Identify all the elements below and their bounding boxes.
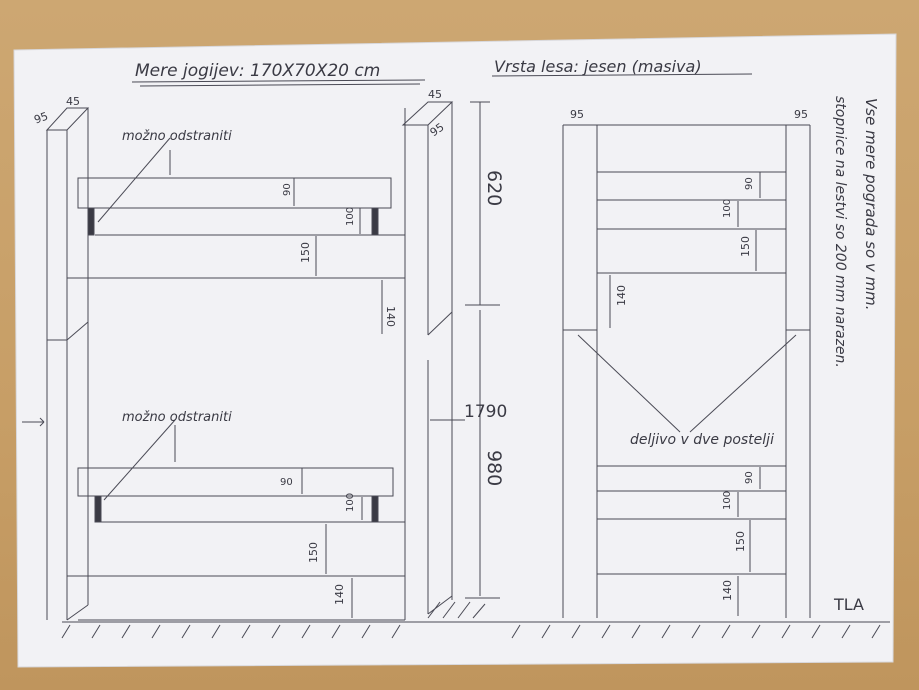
- label-removable-bottom: možno odstraniti: [122, 410, 232, 425]
- dim-ladder-post-right: 95: [794, 108, 808, 121]
- header-dimensions: Mere jogijev: 170X70X20 cm: [135, 61, 380, 81]
- note-units: Vse mere pograda so v mm.: [862, 98, 880, 311]
- dim-ladder-140-bottom: 140: [721, 580, 734, 601]
- label-removable-top: možno odstraniti: [122, 129, 232, 144]
- dim-side-post-width: 45: [428, 88, 442, 101]
- dim-ladder-150-top: 150: [739, 236, 752, 257]
- dim-front-140-bottom: 140: [333, 584, 346, 605]
- pencil-lines: [22, 73, 890, 623]
- dim-ladder-100-bottom: 100: [722, 491, 733, 510]
- dim-post-b: 45: [66, 95, 80, 108]
- dim-ladder-140: 140: [615, 285, 628, 306]
- header-wood-type: Vrsta lesa: jesen (masiva): [494, 57, 702, 76]
- dim-lower-height: 980: [483, 450, 505, 486]
- label-split: deljivo v dve postelji: [630, 432, 774, 448]
- dim-post-a: 95: [32, 110, 50, 127]
- dim-upper-height: 620: [483, 170, 505, 206]
- dim-ladder-90-top: 90: [744, 177, 755, 190]
- dim-front-140-top: 140: [384, 306, 397, 327]
- paper-sheet: [13, 33, 897, 668]
- dim-front-150-top: 150: [299, 242, 312, 263]
- dim-ladder-post-left: 95: [570, 108, 584, 121]
- dim-front-100-top: 100: [345, 207, 356, 226]
- dim-front-90-top: 90: [282, 183, 293, 196]
- dim-front-100-bottom: 100: [345, 493, 356, 512]
- dim-front-90-bottom: 90: [280, 477, 293, 488]
- dim-front-150-bottom: 150: [307, 542, 320, 563]
- dim-ladder-90-bottom: 90: [744, 471, 755, 484]
- label-ground: TLA: [833, 595, 864, 614]
- dim-ladder-100-top: 100: [722, 199, 733, 218]
- dim-total-height: 1790: [464, 402, 507, 422]
- dim-ladder-150-bottom: 150: [734, 531, 747, 552]
- note-step-spacing: stopnice na lestvi so 200 mm narazen.: [832, 96, 848, 368]
- ground-hatching: [61, 601, 881, 639]
